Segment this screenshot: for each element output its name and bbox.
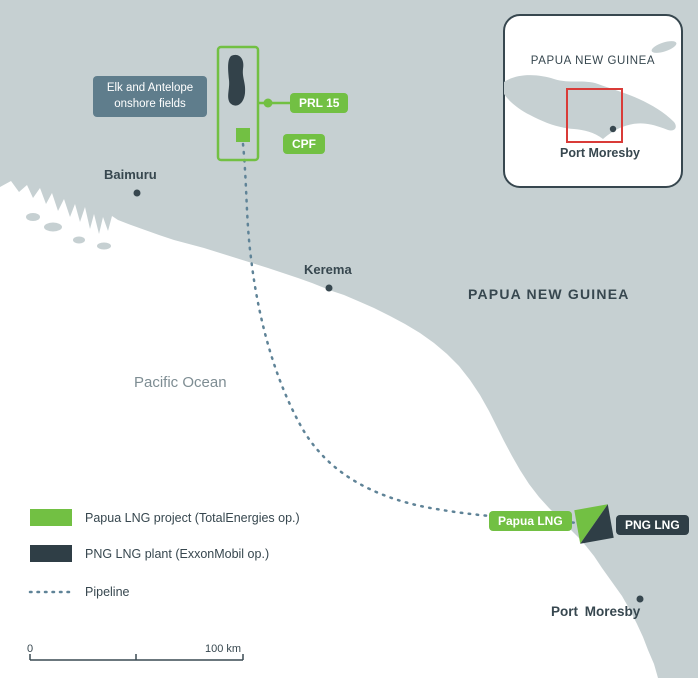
prl15-badge: PRL 15 [290,93,349,114]
baimuru-label: Baimuru [104,167,157,182]
port-moresby-town-dot [636,595,644,603]
inset-title: PAPUA NEW GUINEA [530,55,656,67]
cpf-marker [236,128,250,142]
inset-port-moresby-dot [609,125,617,133]
fields-label-line1: Elk and Antelope [106,82,194,94]
fields-label-line2: onshore fields [114,97,186,110]
legend-swatch-papua-lng [30,509,72,526]
baimuru-town-dot [133,189,141,197]
inset-new-britain-island [651,41,677,53]
port-moresby-label: Port Moresby [551,604,641,619]
ocean-label: Pacific Ocean [134,374,227,391]
legend-item-papua-lng: Papua LNG project (TotalEnergies op.) [85,511,300,525]
png-lng-badge: PNG LNG [616,515,689,536]
legend-item-pipeline: Pipeline [85,585,130,599]
inset-png-island [504,75,676,139]
inset-focus-rect [566,88,623,143]
kerema-label: Kerema [304,262,352,277]
cpf-badge: CPF [283,134,325,155]
scale-bar [29,654,244,661]
inset-city-label: Port Moresby [560,146,640,160]
scale-end-label: 100 km [205,643,242,655]
inset-map [503,14,683,188]
elk-antelope-field-shape [228,54,246,106]
kerema-town-dot [325,284,333,292]
legend-swatch-png-lng [30,545,72,562]
scale-start-label: 0 [27,643,34,655]
legend-item-png-lng: PNG LNG plant (ExxonMobil op.) [85,547,270,561]
fields-label-box: Elk and Antelope onshore fields [93,76,207,118]
papua-lng-badge: Papua LNG [489,511,572,532]
country-label: PAPUA NEW GUINEA [468,286,630,302]
png-lng-plant-marker [574,504,614,544]
prl15-connector-dot [263,98,273,108]
pipeline-route [241,142,582,525]
delta-islands [26,213,111,250]
